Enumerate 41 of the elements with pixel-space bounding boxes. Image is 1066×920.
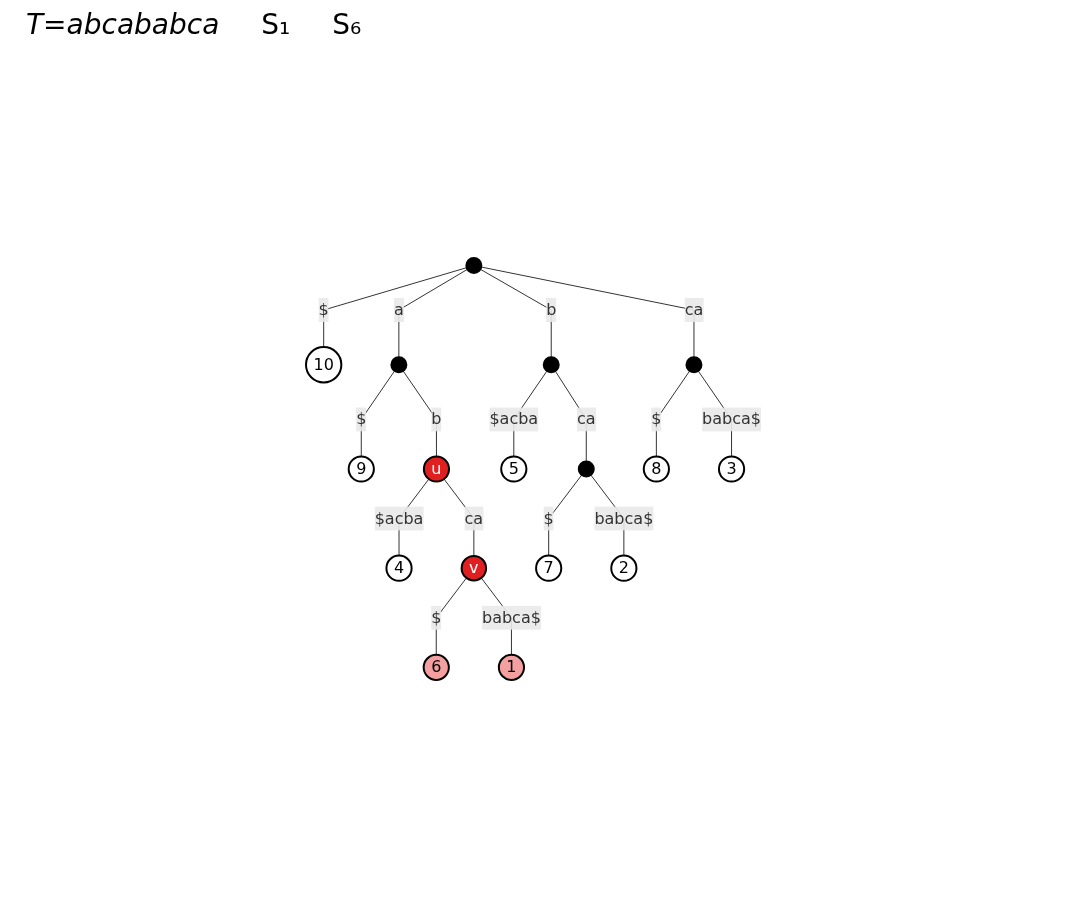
node-circle: 8 (642, 455, 670, 483)
edge-label: $ (543, 508, 554, 528)
edge-label: babca$ (593, 508, 653, 528)
node-circle (464, 257, 482, 275)
substring-label: S₁ (260, 8, 292, 41)
edge-label: $ (650, 409, 661, 429)
connector (480, 266, 694, 358)
node-circle: 9 (347, 455, 375, 483)
connector (554, 370, 587, 462)
edge-label: $acba (374, 508, 423, 528)
node-circle: 10 (304, 346, 342, 384)
node-circle: 6 (422, 653, 450, 681)
edge-label: b (430, 409, 442, 429)
connector (479, 268, 552, 358)
edge-label: b (545, 300, 556, 320)
connector (402, 370, 437, 457)
edge-label: babca$ (701, 409, 761, 429)
node-circle: 2 (609, 554, 637, 582)
edge-label: a (393, 300, 404, 320)
node-circle: 1 (497, 653, 525, 681)
edge-label: $acba (488, 409, 538, 429)
node-circle: 7 (534, 554, 562, 582)
edge-label: babca$ (481, 607, 541, 627)
edge-label: $ (318, 300, 329, 320)
substring-label: S₆ (331, 8, 363, 41)
connector (322, 267, 467, 348)
node-circle (542, 356, 560, 374)
edge-label: ca (684, 300, 703, 320)
node-circle: 5 (499, 455, 527, 483)
node-circle (684, 356, 702, 374)
node-circle: 4 (384, 554, 413, 582)
connector (397, 268, 468, 358)
node-circle: u (422, 455, 450, 483)
edge-label: ca (576, 409, 596, 429)
node-circle (577, 460, 595, 478)
edge-label: $ (430, 607, 441, 627)
node-circle: v (460, 554, 487, 582)
node-circle: 3 (717, 455, 745, 483)
edge-label: ca (464, 508, 483, 528)
edge-label: $ (355, 409, 366, 429)
node-circle (389, 356, 407, 374)
